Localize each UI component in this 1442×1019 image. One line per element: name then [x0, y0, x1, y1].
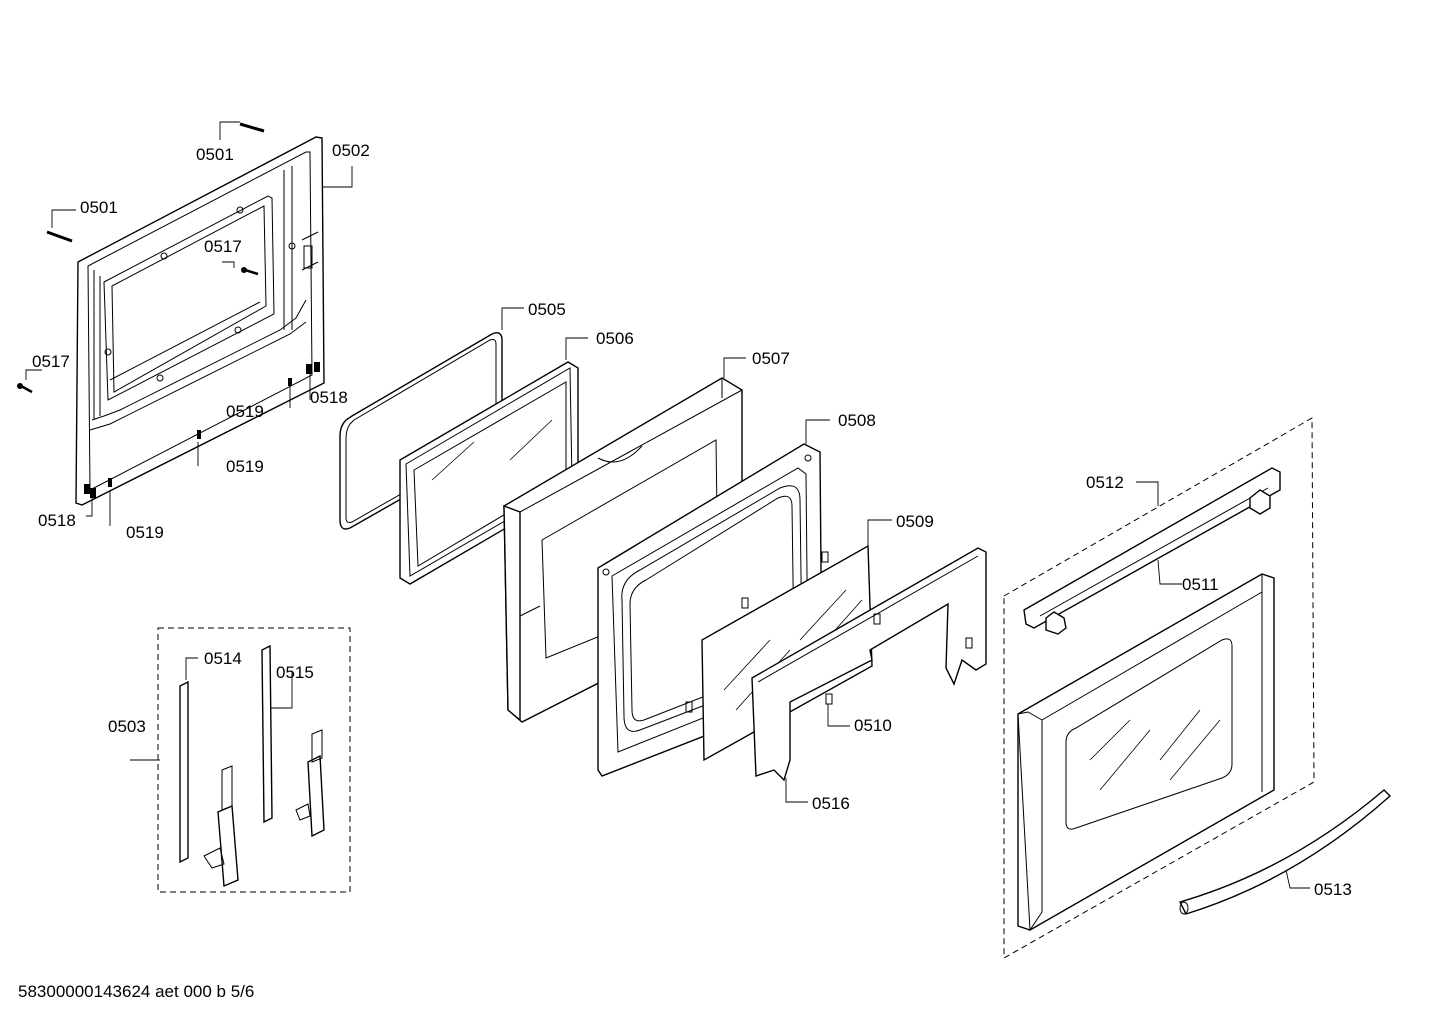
label-0519-middle: 0519 — [226, 457, 264, 476]
label-0519-upper: 0519 — [226, 402, 264, 421]
label-0512: 0512 — [1086, 473, 1124, 492]
label-0505: 0505 — [528, 300, 566, 319]
label-0518-right: 0518 — [310, 388, 348, 407]
part-labels: 0501 0501 0502 0517 0517 0518 0519 0519 … — [32, 141, 1352, 899]
label-0517-left: 0517 — [32, 352, 70, 371]
label-0516: 0516 — [812, 794, 850, 813]
part-0501-pins — [46, 122, 265, 243]
part-0509-glass — [701, 544, 873, 762]
drawing-number: 58300000143624 aet 000 b 5/6 — [18, 982, 255, 1001]
label-0515: 0515 — [276, 663, 314, 682]
label-0519-lower: 0519 — [126, 523, 164, 542]
label-0513: 0513 — [1314, 880, 1352, 899]
label-0501-top: 0501 — [196, 145, 234, 164]
label-0511: 0511 — [1182, 575, 1219, 594]
label-0509: 0509 — [896, 512, 934, 531]
label-0501-left: 0501 — [80, 198, 118, 217]
part-0510-bracket — [751, 547, 987, 782]
label-0502: 0502 — [332, 141, 370, 160]
part-0502-door-frame — [75, 136, 325, 506]
part-0512-outer-door-group — [1003, 417, 1315, 959]
leader-lines — [25, 121, 1310, 889]
label-0506: 0506 — [596, 329, 634, 348]
part-screws — [17, 267, 320, 498]
part-0513-handle — [1178, 789, 1392, 915]
part-0503-hinge-group — [157, 627, 351, 893]
label-0514: 0514 — [204, 649, 242, 668]
label-0517-upper: 0517 — [204, 237, 242, 256]
label-0510: 0510 — [854, 716, 892, 735]
label-0508: 0508 — [838, 411, 876, 430]
label-0503: 0503 — [108, 717, 146, 736]
label-0518-left: 0518 — [38, 511, 76, 530]
label-0507: 0507 — [752, 349, 790, 368]
